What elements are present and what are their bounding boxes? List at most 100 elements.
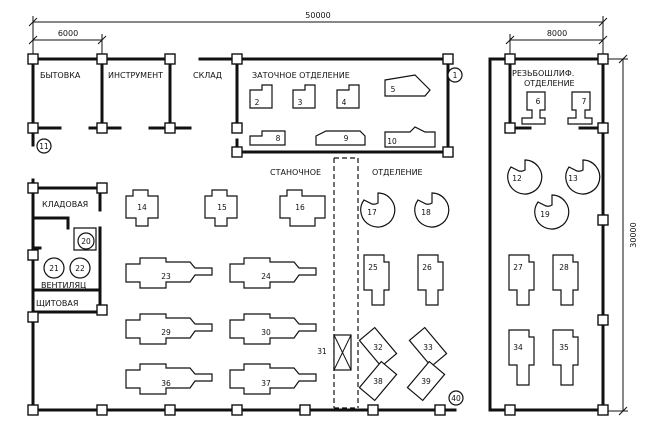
machine-25: 25: [363, 254, 390, 306]
machine-5: 5: [384, 74, 431, 97]
machine-28: 28: [552, 254, 579, 306]
svg-text:30: 30: [261, 328, 271, 337]
svg-text:14: 14: [137, 203, 147, 212]
svg-text:2: 2: [255, 98, 260, 107]
svg-text:32: 32: [373, 343, 383, 352]
svg-text:27: 27: [513, 263, 523, 272]
machine-18: 18: [414, 192, 450, 228]
svg-text:7: 7: [582, 97, 587, 106]
machine-30: 30: [229, 313, 317, 345]
svg-text:6: 6: [536, 97, 541, 106]
svg-text:37: 37: [261, 379, 271, 388]
room-label-otdelenie: ОТДЕЛЕНИЕ: [372, 168, 423, 177]
machine-38: 38: [358, 360, 398, 402]
machine-27: 27: [508, 254, 535, 306]
svg-text:10: 10: [387, 137, 397, 146]
machine-16: 16: [279, 189, 326, 227]
machine-35: 35: [552, 329, 579, 386]
room-label-ventilyats: ВЕНТИЛЯЦ: [41, 281, 86, 290]
machine-1: 1: [447, 67, 463, 83]
svg-text:11: 11: [39, 142, 49, 151]
svg-text:28: 28: [559, 263, 569, 272]
svg-text:39: 39: [421, 377, 431, 386]
svg-text:40: 40: [451, 394, 461, 403]
dim-total-width-label: 50000: [305, 11, 330, 20]
building-columns: [27, 53, 609, 416]
room-label-rezbo-2: ОТДЕЛЕНИЕ: [524, 79, 575, 88]
svg-text:18: 18: [421, 208, 431, 217]
svg-text:24: 24: [261, 272, 271, 281]
machine-11: 11: [36, 138, 52, 154]
svg-text:21: 21: [49, 264, 59, 273]
machine-24: 24: [229, 257, 317, 289]
svg-text:26: 26: [422, 263, 432, 272]
svg-text:13: 13: [568, 174, 578, 183]
room-label-rezbo-1: РЕЗЬБОШЛИФ.: [512, 69, 574, 78]
machine-6: 6: [521, 91, 546, 125]
machine-12: 12: [507, 159, 543, 195]
room-label-instrument: ИНСТРУМЕНТ: [108, 71, 163, 80]
machine-13: 13: [565, 159, 601, 195]
svg-text:15: 15: [217, 203, 227, 212]
room-label-kladovaya: КЛАДОВАЯ: [42, 200, 88, 209]
svg-text:22: 22: [75, 264, 85, 273]
machine-14: 14: [125, 189, 159, 227]
svg-text:9: 9: [344, 134, 349, 143]
room-label-zatochnoe: ЗАТОЧНОЕ ОТДЕЛЕНИЕ: [252, 71, 350, 80]
machine-33: 33: [408, 326, 448, 368]
machine-8: 8: [249, 130, 286, 146]
svg-text:23: 23: [161, 272, 171, 281]
svg-text:31: 31: [317, 347, 327, 356]
machine-9: 9: [315, 130, 366, 146]
svg-text:17: 17: [367, 208, 377, 217]
room-label-shchitovaya: ЩИТОВАЯ: [36, 299, 78, 308]
machine-10: 10: [384, 126, 436, 148]
svg-text:8: 8: [276, 134, 281, 143]
machine-40: 40: [448, 390, 464, 406]
dimension-left-bay: 6000: [28, 29, 107, 58]
machine-7: 7: [567, 91, 593, 125]
machine-21: 21: [43, 257, 65, 279]
machine-31: 31: [317, 334, 352, 371]
room-label-stanochnoe: СТАНОЧНОЕ: [270, 168, 321, 177]
machine-22: 22: [69, 257, 91, 279]
dimension-height: 30000: [603, 54, 638, 416]
svg-text:33: 33: [423, 343, 433, 352]
svg-text:16: 16: [295, 203, 305, 212]
room-label-bytovka: БЫТОВКА: [40, 71, 81, 80]
svg-text:36: 36: [161, 379, 171, 388]
dimension-total-width: 50000: [28, 11, 608, 60]
machine-34: 34: [508, 329, 535, 386]
dimension-right-bay: 8000: [505, 29, 608, 60]
svg-text:4: 4: [342, 98, 347, 107]
machine-2: 2: [249, 84, 273, 109]
machine-3: 3: [292, 84, 316, 109]
svg-text:20: 20: [81, 237, 91, 246]
machine-29: 29: [125, 313, 213, 345]
machine-26: 26: [417, 254, 444, 306]
svg-text:38: 38: [373, 377, 383, 386]
svg-text:5: 5: [391, 85, 396, 94]
machine-20: 20: [73, 227, 97, 251]
svg-text:34: 34: [513, 343, 523, 352]
svg-text:35: 35: [559, 343, 569, 352]
svg-text:19: 19: [540, 210, 550, 219]
svg-text:12: 12: [512, 174, 522, 183]
machine-32: 32: [358, 326, 398, 368]
svg-text:25: 25: [368, 263, 378, 272]
machine-15: 15: [204, 189, 238, 227]
machine-19: 19: [534, 194, 570, 230]
dim-right-bay-label: 8000: [547, 29, 567, 38]
machine-23: 23: [125, 257, 213, 289]
svg-text:29: 29: [161, 328, 171, 337]
dim-left-bay-label: 6000: [58, 29, 78, 38]
machine-36: 36: [125, 363, 213, 395]
machine-37: 37: [229, 363, 317, 395]
room-label-sklad: СКЛАД: [193, 71, 222, 80]
machine-4: 4: [336, 84, 360, 109]
dim-height-label: 30000: [629, 222, 638, 247]
machine-39: 39: [406, 360, 446, 402]
machine-17: 17: [360, 192, 396, 228]
svg-text:1: 1: [453, 71, 458, 80]
